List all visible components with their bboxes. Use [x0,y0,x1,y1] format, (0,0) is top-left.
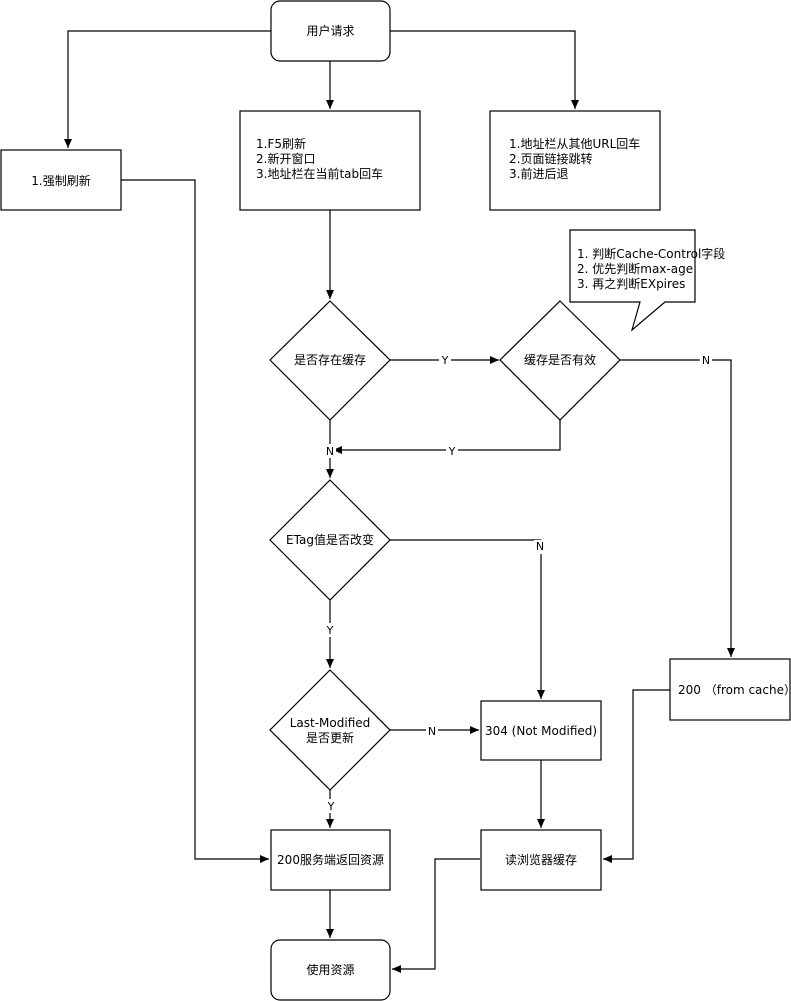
node-last-modified-line-1: Last-Modified [290,716,371,730]
edge-force-refresh-to-server [121,179,269,863]
edge-valid-to-from-cache [620,359,735,657]
node-url-group-line-2: 2.页面链接跳转 [509,151,592,166]
node-url-group-line-1: 1.地址栏从其他URL回车 [509,136,640,151]
node-server-return-label: 200服务端返回资源 [277,852,384,867]
label-last-modified-yes: Y [327,800,335,813]
node-cache-valid-label: 缓存是否有效 [524,352,596,367]
node-f5-group-line-1: 1.F5刷新 [256,136,306,151]
edge-valid-back-to-trunk [333,420,561,454]
node-last-modified: Last-Modified 是否更新 [269,669,391,791]
label-last-modified-no: N [428,725,436,738]
node-url-group: 1.地址栏从其他URL回车 2.页面链接跳转 3.前进后退 [489,110,661,211]
node-cache-valid: 缓存是否有效 [499,300,621,421]
node-f5-group: 1.F5刷新 2.新开窗口 3.地址栏在当前tab回车 [239,110,421,211]
node-not-modified: 304 (Not Modified) [480,700,602,761]
node-last-modified-line-2: 是否更新 [306,730,354,745]
node-use-resource-label: 使用资源 [306,962,354,977]
label-etag-no: N [536,540,544,553]
node-cache-note-line-2: 2. 优先判断max-age [577,261,693,276]
label-has-cache-yes: Y [441,354,449,367]
label-etag-yes: Y [326,624,334,637]
edge-request-to-force-refresh [64,30,271,148]
edge-labels: Y N Y N N Y N Y [324,353,712,813]
node-user-request-label: 用户请求 [306,23,354,38]
node-not-modified-label: 304 (Not Modified) [485,724,597,738]
label-cache-valid-back-yes: Y [448,445,456,458]
node-force-refresh-label: 1.强制刷新 [31,173,90,188]
node-force-refresh: 1.强制刷新 [0,149,122,211]
node-cache-note-line-3: 3. 再之判断EXpires [577,276,685,291]
node-server-return: 200服务端返回资源 [270,829,391,891]
label-has-cache-no: N [326,445,334,458]
edge-read-cache-to-use-resource [392,858,480,973]
node-url-group-line-3: 3.前进后退 [509,166,568,181]
label-cache-valid-no: N [702,354,710,367]
node-cache-note-line-1: 1. 判断Cache-Control字段 [577,246,725,261]
edge-etag-to-304 [390,539,545,699]
node-user-request: 用户请求 [270,0,391,62]
edge-request-to-url-group [390,30,579,109]
node-f5-group-line-2: 2.新开窗口 [256,151,315,166]
node-read-cache: 读浏览器缓存 [480,829,602,891]
edge-from-cache-to-read-cache [603,689,670,863]
node-from-cache: 200 （from cache） [669,658,791,721]
node-f5-group-line-3: 3.地址栏在当前tab回车 [256,166,383,181]
node-cache-note: 1. 判断Cache-Control字段 2. 优先判断max-age 3. 再… [569,229,725,332]
node-has-cache-label: 是否存在缓存 [294,353,366,367]
node-etag-changed: ETag值是否改变 [269,479,391,601]
node-use-resource: 使用资源 [270,939,391,1001]
node-etag-changed-label: ETag值是否改变 [286,532,374,547]
node-read-cache-label: 读浏览器缓存 [505,852,577,867]
node-has-cache: 是否存在缓存 [269,300,391,421]
node-from-cache-label: 200 （from cache） [678,683,791,697]
